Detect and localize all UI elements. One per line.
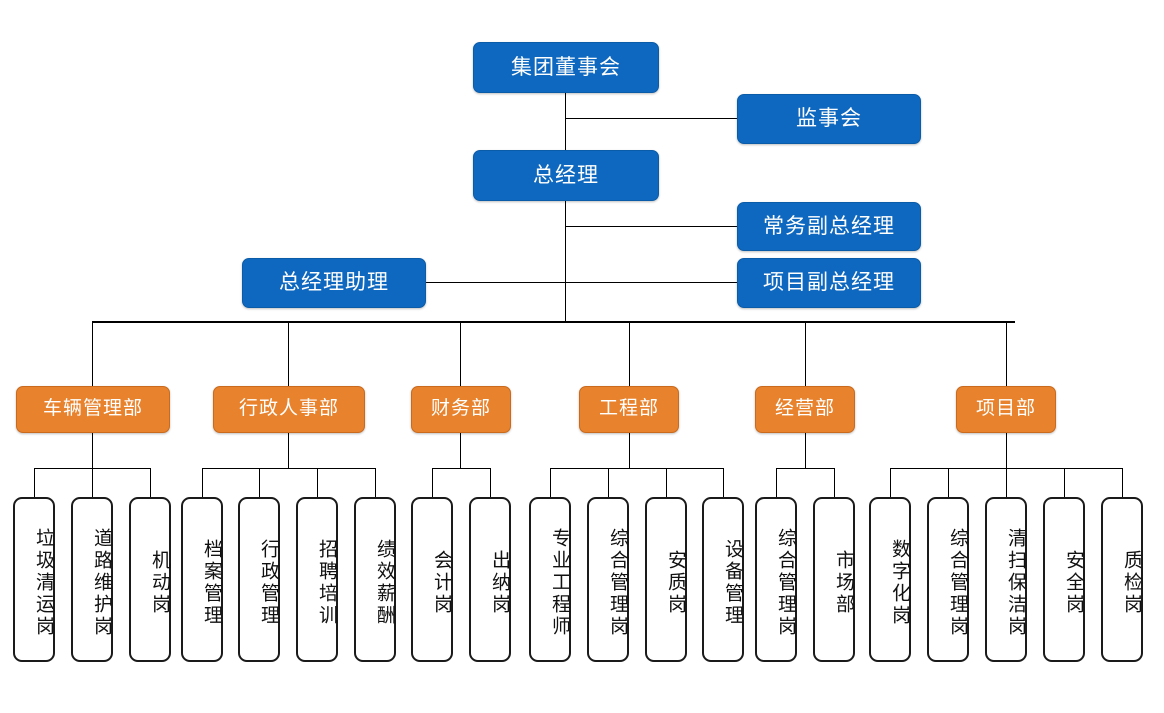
position-box[interactable]: 道路维护岗	[71, 497, 113, 662]
connector-project-leaf-1	[890, 468, 891, 497]
connector-operations-leaf-1	[776, 468, 777, 497]
connector-bus-to-finance	[460, 321, 461, 386]
position-box[interactable]: 综合管理岗	[587, 497, 629, 662]
dept-engineering[interactable]: 工程部	[579, 386, 679, 433]
node-board-of-directors[interactable]: 集团董事会	[473, 42, 659, 93]
connector-to-gm-assistant	[425, 282, 565, 283]
connector-admin-hr-leaf-4	[375, 468, 376, 497]
node-general-manager[interactable]: 总经理	[473, 150, 659, 201]
position-box[interactable]: 综合管理岗	[755, 497, 797, 662]
connector-board-to-gm	[565, 92, 566, 150]
connector-bus-to-project	[1006, 321, 1007, 386]
connector-finance-stem	[460, 432, 461, 468]
connector-admin-hr-leaf-1	[202, 468, 203, 497]
position-box[interactable]: 综合管理岗	[927, 497, 969, 662]
connector-engineering-leaf-4	[723, 468, 724, 497]
subbus-finance	[432, 468, 490, 469]
connector-bus-to-operations	[805, 321, 806, 386]
position-box[interactable]: 出纳岗	[469, 497, 511, 662]
connector-gm-spine	[565, 200, 566, 321]
connector-project-stem	[1006, 432, 1007, 468]
subbus-admin-hr	[202, 468, 375, 469]
connector-operations-stem	[805, 432, 806, 468]
position-box[interactable]: 设备管理	[702, 497, 744, 662]
connector-vehicle-stem	[92, 432, 93, 468]
position-box[interactable]: 绩效薪酬	[354, 497, 396, 662]
connector-project-leaf-2	[948, 468, 949, 497]
subbus-operations	[776, 468, 834, 469]
connector-bus-to-vehicle	[92, 321, 93, 386]
position-box[interactable]: 专业工程师	[529, 497, 571, 662]
connector-admin-hr-leaf-2	[259, 468, 260, 497]
node-gm-assistant[interactable]: 总经理助理	[242, 258, 426, 308]
connector-to-project-vp	[565, 282, 737, 283]
position-box[interactable]: 会计岗	[411, 497, 453, 662]
connector-engineering-stem	[629, 432, 630, 468]
connector-finance-leaf-2	[490, 468, 491, 497]
connector-engineering-leaf-3	[666, 468, 667, 497]
position-box[interactable]: 质检岗	[1101, 497, 1143, 662]
connector-vehicle-leaf-1	[34, 468, 35, 497]
position-box[interactable]: 市场部	[813, 497, 855, 662]
position-box[interactable]: 安全岗	[1043, 497, 1085, 662]
department-bus	[92, 321, 1015, 323]
connector-to-supervisory	[565, 118, 737, 119]
position-box[interactable]: 垃圾清运岗	[13, 497, 55, 662]
connector-admin-hr-leaf-3	[317, 468, 318, 497]
connector-engineering-leaf-1	[550, 468, 551, 497]
dept-project[interactable]: 项目部	[956, 386, 1056, 433]
position-box[interactable]: 档案管理	[181, 497, 223, 662]
node-executive-vice-gm[interactable]: 常务副总经理	[737, 202, 921, 251]
connector-bus-to-engineering	[629, 321, 630, 386]
connector-to-exec-vp	[565, 226, 737, 227]
position-box[interactable]: 行政管理	[238, 497, 280, 662]
position-box[interactable]: 清扫保洁岗	[985, 497, 1027, 662]
subbus-engineering	[550, 468, 723, 469]
connector-bus-to-admin-hr	[288, 321, 289, 386]
connector-project-leaf-3	[1006, 468, 1007, 497]
connector-engineering-leaf-2	[608, 468, 609, 497]
connector-operations-leaf-2	[834, 468, 835, 497]
dept-admin-hr[interactable]: 行政人事部	[213, 386, 365, 433]
connector-admin-hr-stem	[288, 432, 289, 468]
dept-finance[interactable]: 财务部	[411, 386, 511, 433]
position-box[interactable]: 招聘培训	[296, 497, 338, 662]
connector-vehicle-leaf-3	[150, 468, 151, 497]
dept-vehicle-management[interactable]: 车辆管理部	[16, 386, 170, 433]
connector-vehicle-leaf-2	[92, 468, 93, 497]
connector-project-leaf-5	[1122, 468, 1123, 497]
position-box[interactable]: 安质岗	[645, 497, 687, 662]
position-box[interactable]: 机动岗	[129, 497, 171, 662]
dept-operations[interactable]: 经营部	[755, 386, 855, 433]
connector-project-leaf-4	[1064, 468, 1065, 497]
node-project-vice-gm[interactable]: 项目副总经理	[737, 258, 921, 308]
position-box[interactable]: 数字化岗	[869, 497, 911, 662]
connector-finance-leaf-1	[432, 468, 433, 497]
node-supervisory-board[interactable]: 监事会	[737, 94, 921, 144]
